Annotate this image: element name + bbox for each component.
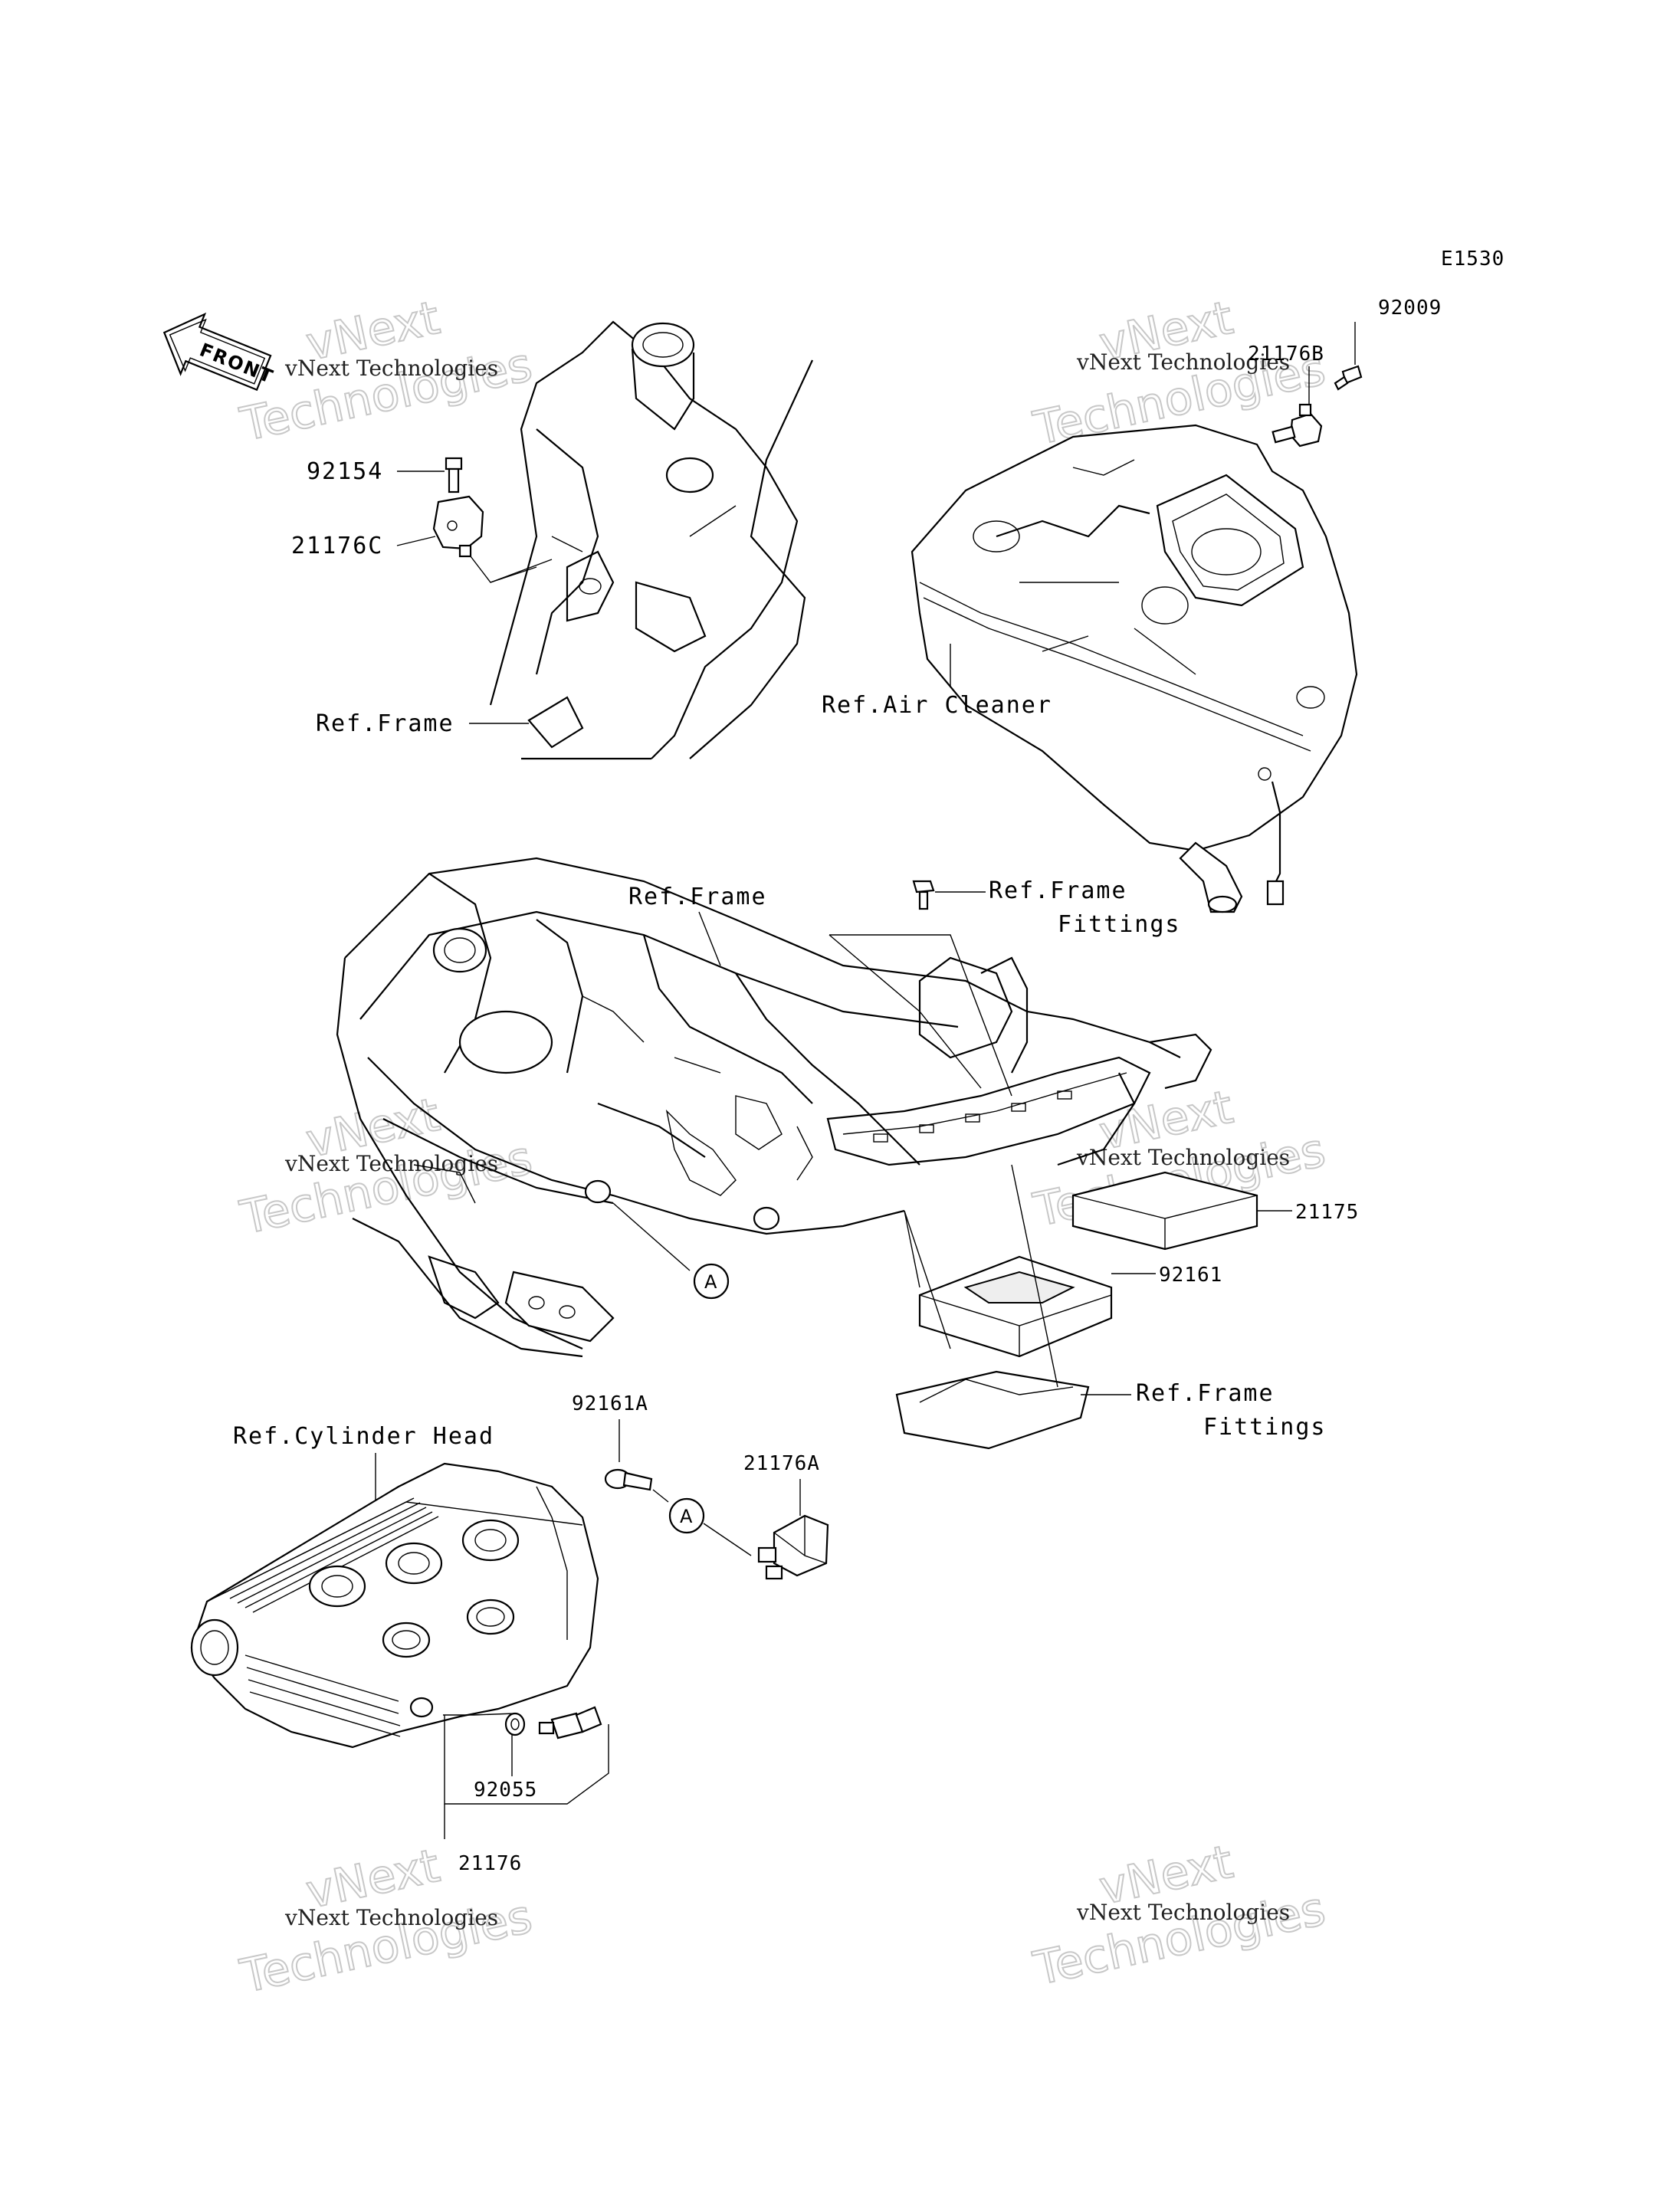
leader-marker-a-2b — [703, 1523, 752, 1556]
ref-frame-top: Ref.Frame — [316, 710, 454, 737]
pad-21175-icon — [1071, 1171, 1258, 1251]
leader-bracket-lines-2 — [904, 1210, 951, 1349]
sensor-21176C-icon — [432, 495, 484, 558]
callout-92161A: 92161A — [572, 1392, 648, 1415]
callout-92009: 92009 — [1378, 297, 1442, 320]
callout-21175: 21175 — [1295, 1201, 1359, 1224]
callout-92154: 92154 — [307, 458, 383, 485]
bolt-92161A-icon — [604, 1468, 653, 1491]
watermark-mid-left: Technologies vNext vNext Technologies — [235, 1087, 538, 1246]
sensor-21176-icon — [538, 1706, 602, 1740]
callout-92161: 92161 — [1159, 1264, 1222, 1287]
diagram-code: E1530 — [1441, 248, 1504, 271]
frame-section-top-left — [489, 320, 813, 760]
ref-frame-fittings-top-2: Fittings — [1058, 911, 1181, 938]
ref-frame-fittings-bottom-1: Ref.Frame — [1136, 1380, 1275, 1407]
holder-92161-icon — [918, 1255, 1113, 1358]
front-arrow-icon: FRONT — [162, 312, 277, 392]
bolt-92009-icon — [1334, 365, 1363, 391]
leader-bracket-lines — [904, 1164, 1058, 1388]
leader-21176-bracket — [444, 1715, 609, 1805]
ref-air-cleaner: Ref.Air Cleaner — [822, 692, 1052, 719]
marker-a-2-label: A — [680, 1506, 693, 1527]
callout-21176C: 21176C — [291, 533, 383, 559]
leader-21176C — [396, 536, 436, 546]
leader-21176C-sensor — [470, 556, 553, 583]
bracket-frame-fittings-icon — [895, 1370, 1090, 1450]
main-frame-assembly — [336, 857, 1212, 1358]
air-cleaner-assembly — [911, 424, 1358, 913]
leader-marker-a-1 — [612, 1202, 691, 1271]
svg-text:vNext Technologies: vNext Technologies — [284, 356, 498, 381]
svg-text:vNext Technologies: vNext Technologies — [284, 1905, 498, 1930]
marker-a-1 — [693, 1263, 730, 1300]
leader-21176-sensor — [443, 1713, 516, 1716]
svg-text:vNext Technologies: vNext Technologies — [284, 1151, 498, 1176]
svg-text:vNext Technologies: vNext Technologies — [1076, 1900, 1290, 1925]
washer-92055-icon — [504, 1712, 526, 1736]
marker-a-1-label: A — [704, 1271, 717, 1293]
cylinder-head-assembly — [190, 1462, 599, 1749]
callout-21176B: 21176B — [1248, 343, 1324, 366]
ref-cylinder-head: Ref.Cylinder Head — [233, 1423, 494, 1450]
callout-92055: 92055 — [474, 1779, 537, 1802]
leader-fittings-top-b — [829, 934, 1012, 1097]
sensor-21176B-icon — [1271, 403, 1323, 448]
watermark-bottom-right: Technologies vNext vNext Technologies — [1029, 1835, 1331, 1997]
bolt-92154-icon — [445, 457, 463, 494]
marker-a-2 — [668, 1497, 705, 1534]
bolt-frame-fittings-top-icon — [912, 880, 935, 910]
leader-marker-a-2 — [652, 1489, 669, 1503]
svg-text:vNext Technologies: vNext Technologies — [1076, 1145, 1290, 1170]
watermark-top-left: Technologies vNext vNext Technologies — [235, 290, 538, 453]
sensor-21176A-icon — [757, 1514, 829, 1580]
callout-21176: 21176 — [458, 1852, 522, 1875]
ref-frame-fittings-bottom-2: Fittings — [1203, 1414, 1327, 1441]
ref-frame-center: Ref.Frame — [628, 884, 767, 910]
callout-21176A: 21176A — [743, 1452, 820, 1475]
leader-ref-frame-center — [698, 911, 721, 966]
svg-text:vNext Technologies: vNext Technologies — [1076, 349, 1290, 375]
ref-frame-fittings-top-1: Ref.Frame — [989, 877, 1127, 904]
leader-fittings-top-a — [829, 934, 982, 1089]
